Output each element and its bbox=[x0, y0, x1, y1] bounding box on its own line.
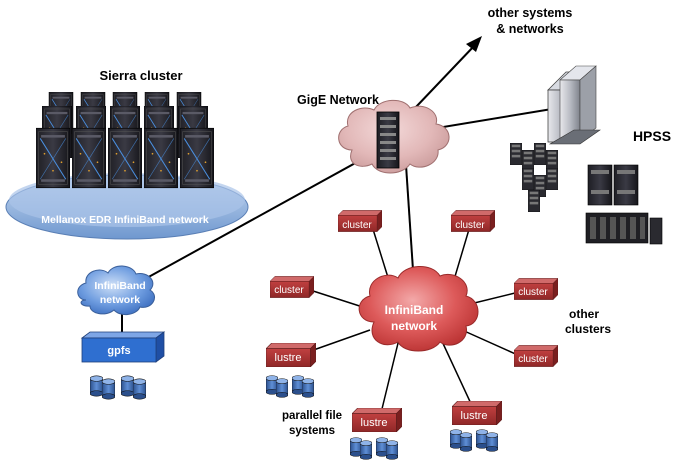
hpss: HPSS bbox=[510, 65, 671, 245]
gige-network-label: GigE Network bbox=[297, 93, 379, 107]
hpss-tower-icon bbox=[547, 65, 601, 145]
hpss-label: HPSS bbox=[633, 128, 671, 144]
gpfs-disk-icon bbox=[133, 378, 146, 400]
lustre-unit: lustre bbox=[266, 343, 316, 398]
infiniband-cloud-large: InfiniBand network bbox=[358, 266, 479, 352]
other-systems-line2: & networks bbox=[496, 22, 563, 36]
lustre-filesystems: lustre lustre lustre bbox=[266, 343, 502, 460]
gige-network: GigE Network bbox=[297, 93, 450, 174]
arrowhead bbox=[466, 36, 482, 52]
svg-text:cluster: cluster bbox=[518, 287, 548, 298]
svg-text:cluster: cluster bbox=[518, 354, 548, 365]
hpss-tape-drives-icon bbox=[510, 143, 558, 212]
lustre-disk-icon bbox=[460, 432, 472, 452]
cluster-box: cluster bbox=[338, 210, 382, 232]
sierra-cluster: Sierra cluster Mellanox EDR InfiniBand n… bbox=[5, 68, 249, 240]
other-cluster-boxes: cluster cluster cluster cluster cluster bbox=[270, 210, 558, 367]
mellanox-network-label: Mellanox EDR InfiniBand network bbox=[41, 214, 209, 226]
gpfs-box bbox=[81, 337, 157, 363]
cluster-box: cluster bbox=[270, 276, 314, 298]
infiniband-large-line1: InfiniBand bbox=[385, 303, 444, 317]
lustre-unit: lustre bbox=[450, 401, 502, 452]
infiniband-small-line2: network bbox=[100, 294, 140, 306]
gpfs-label: gpfs bbox=[107, 345, 130, 357]
lustre-disk-icon bbox=[302, 378, 314, 398]
parallel-fs-line2: systems bbox=[289, 425, 335, 437]
other-systems-line1: other systems bbox=[488, 6, 573, 20]
cluster-box: cluster bbox=[514, 345, 558, 367]
svg-text:cluster: cluster bbox=[455, 220, 485, 231]
sierra-racks bbox=[36, 92, 214, 189]
other-clusters-line1: other bbox=[569, 307, 599, 321]
spoke-links bbox=[304, 225, 521, 414]
lustre-unit: lustre bbox=[350, 408, 402, 460]
gpfs-disk-icon bbox=[121, 375, 134, 397]
lustre-disk-icon bbox=[386, 440, 398, 460]
lustre-disk-icon bbox=[276, 378, 288, 398]
svg-text:cluster: cluster bbox=[274, 285, 304, 296]
other-systems: other systems & networks bbox=[488, 6, 573, 36]
gpfs-disk-icon bbox=[102, 378, 115, 400]
svg-text:cluster: cluster bbox=[342, 220, 372, 231]
hpss-servers-icon bbox=[587, 164, 639, 206]
infiniband-large-line2: network bbox=[391, 319, 437, 333]
sierra-cluster-label: Sierra cluster bbox=[99, 68, 182, 83]
gpfs-storage: gpfs bbox=[80, 331, 166, 400]
svg-text:lustre: lustre bbox=[275, 352, 302, 364]
svg-text:lustre: lustre bbox=[461, 410, 488, 422]
link-gige-to-hpss bbox=[424, 107, 559, 131]
infiniband-small-line1: InfiniBand bbox=[94, 280, 145, 292]
lustre-disk-icon bbox=[360, 440, 372, 460]
svg-text:lustre: lustre bbox=[361, 417, 388, 429]
gpfs-disk-icon bbox=[90, 375, 103, 397]
infiniband-cloud-small: InfiniBand network bbox=[77, 265, 155, 315]
other-clusters-line2: clusters bbox=[565, 322, 611, 336]
lustre-disk-icon bbox=[486, 432, 498, 452]
cluster-box: cluster bbox=[451, 210, 495, 232]
hpss-library-icon bbox=[585, 212, 663, 245]
cluster-box: cluster bbox=[514, 278, 558, 300]
link-ib-to-gige bbox=[124, 144, 389, 291]
links bbox=[121, 44, 559, 333]
parallel-fs-line1: parallel file bbox=[282, 410, 342, 422]
link-gige-to-other-systems bbox=[414, 44, 476, 109]
